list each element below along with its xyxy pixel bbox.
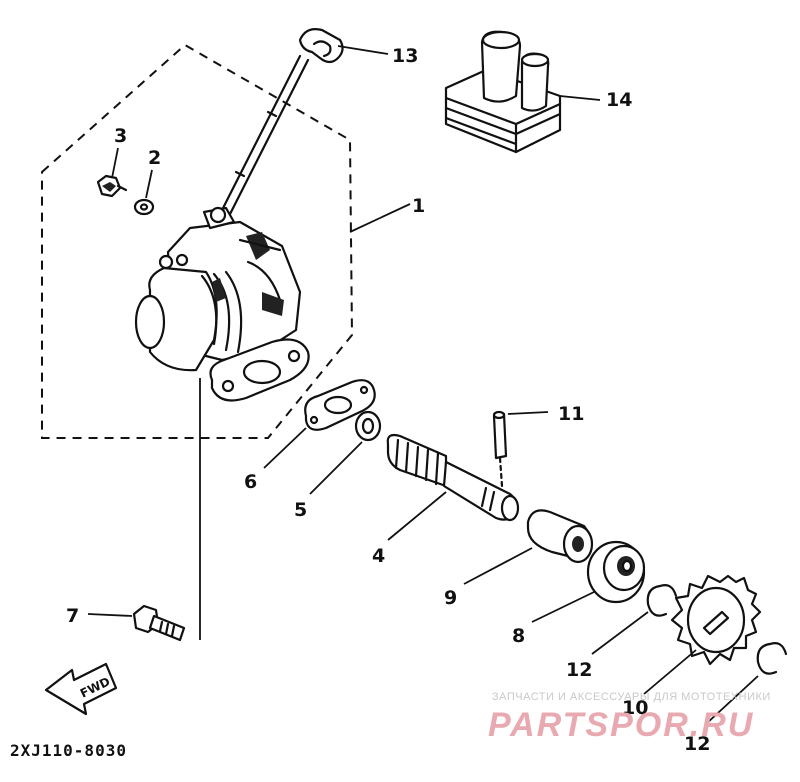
watermark-caption: ЗАПЧАСТИ И АКСЕССУАРЫ ДЛЯ МОТОТЕХНИКИ <box>492 691 771 703</box>
part-9-bushing <box>526 509 594 564</box>
part-7-bolt <box>132 604 186 642</box>
callout-9: 9 <box>444 587 457 609</box>
part-13-cable-clip <box>298 28 344 64</box>
watermark: ЗАПЧАСТИ И АКСЕССУАРЫ ДЛЯ МОТОТЕХНИКИ PA… <box>488 691 771 744</box>
callout-6: 6 <box>244 471 257 493</box>
callout-8: 8 <box>512 625 525 647</box>
part-3-bolt <box>96 174 128 198</box>
watermark-brand: PARTSPOR.RU <box>488 706 754 744</box>
part-12-circlip-b <box>756 642 788 675</box>
callout-2: 2 <box>148 147 161 169</box>
fwd-direction-arrow: FWD <box>44 662 118 716</box>
callout-12-b: 12 <box>684 733 710 755</box>
assembly-boundary <box>41 43 354 439</box>
callout-5: 5 <box>294 499 307 521</box>
part-5-seal <box>354 410 382 442</box>
callout-14: 14 <box>606 89 632 111</box>
callout-3: 3 <box>114 125 127 147</box>
callout-10: 10 <box>622 697 648 719</box>
part-12-circlip-a <box>646 584 678 617</box>
oil-delivery-pipe <box>216 54 310 224</box>
callout-11: 11 <box>558 403 584 425</box>
part-6-gasket <box>304 379 376 431</box>
diagram-code: 2XJ110-8030 <box>10 741 127 760</box>
part-8-bearing <box>586 540 646 604</box>
part-2-washer <box>133 198 155 216</box>
callout-13: 13 <box>392 45 418 67</box>
part-11-pin <box>492 410 508 488</box>
part-4-drive-shaft <box>386 433 520 522</box>
callout-12-a: 12 <box>566 659 592 681</box>
leader-lines <box>87 45 759 725</box>
callout-4: 4 <box>372 545 385 567</box>
callout-1: 1 <box>412 195 425 217</box>
part-1-oil-pump <box>134 206 310 402</box>
callout-7: 7 <box>66 605 79 627</box>
part-10-gear <box>670 574 762 666</box>
part-14-rubber-mount <box>444 30 562 154</box>
